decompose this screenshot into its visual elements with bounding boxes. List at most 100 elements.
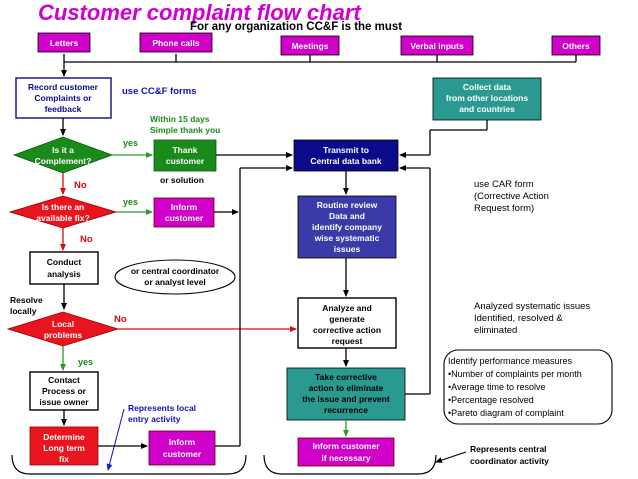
perf-line-1: Identify performance measures (448, 356, 573, 366)
input-phone-calls-label: Phone calls (152, 38, 200, 48)
decision-local-problems: Local problems (6, 311, 120, 347)
routine-line-4: wise systematic (314, 233, 380, 243)
or-central-line-1: or central coordinator (131, 266, 220, 276)
decision-available-fix: Is there an available fix? (8, 195, 118, 229)
perf-line-5: •Pareto diagram of complaint (448, 408, 564, 418)
analyze-box: Analyze and generate corrective action r… (297, 297, 397, 349)
feedback-loop (399, 165, 431, 395)
transmit-line-1: Transmit to (323, 145, 369, 155)
represents-local-pointer (106, 408, 125, 471)
input-letters-label: Letters (50, 38, 79, 48)
represents-local-2: entry activity (128, 414, 181, 424)
record-line-3: feedback (45, 104, 82, 114)
decision2-line-1: Is there an (42, 202, 85, 212)
collect-line-1: Collect data (463, 82, 511, 92)
determine-fix-box: Determine Long term fix (29, 426, 99, 466)
transmit-box: Transmit to Central data bank (293, 139, 399, 172)
central-bracket (263, 454, 437, 475)
collect-connector (399, 120, 488, 158)
conduct-line-2: analysis (47, 269, 81, 279)
performance-measures-box: Identify performance measures •Number of… (443, 349, 613, 425)
input-meetings-label: Meetings (292, 41, 329, 51)
collect-data-box: Collect data from other locations and co… (432, 77, 542, 121)
thank-line-1: Thank (172, 145, 197, 155)
page-title: Customer complaint flow chart (38, 0, 362, 25)
inform-customer-box-2: Inform customer (148, 430, 216, 466)
routine-review-box: Routine review Data and identify company… (297, 195, 397, 259)
contact-line-1: Contact (48, 375, 80, 385)
determine-line-2: Long term (43, 443, 85, 453)
decision3-line-1: Local (52, 319, 74, 329)
record-customer-box: Record customer Complaints or feedback (15, 77, 112, 119)
represents-central-2: coordinator activity (470, 456, 549, 466)
page-subtitle: For any organization CC&F is the must (190, 21, 402, 33)
input-connectors (61, 54, 577, 77)
yes-label-3: yes (78, 357, 93, 367)
no-label-3: No (114, 314, 127, 325)
analyzed-issues-line-1: Analyzed systematic issues (474, 301, 590, 312)
central-coordinator-oval: or central coordinator or analyst level (114, 259, 236, 295)
contact-process-box: Contact Process or issue owner (29, 371, 99, 411)
collect-line-2: from other locations (446, 93, 528, 103)
record-line-2: Complaints or (34, 93, 92, 103)
use-ccf-forms: use CC&F forms (122, 86, 196, 97)
represents-local-1: Represents local (128, 403, 196, 413)
within-note-1: Within 15 days (150, 114, 210, 124)
contact-line-3: issue owner (39, 397, 89, 407)
transmit-line-2: Central data bank (310, 156, 382, 166)
or-central-line-2: or analyst level (144, 277, 205, 287)
routine-line-5: issues (334, 244, 361, 254)
input-others: Others (551, 35, 601, 56)
input-phone-calls: Phone calls (139, 32, 213, 53)
take-corrective-box: Take corrective action to eliminate the … (286, 367, 406, 421)
analyzed-issues-line-2: Identified, resolved & (474, 313, 563, 324)
car-form-line-3: Request form) (474, 203, 534, 214)
analyzed-issues-line-3: eliminated (474, 325, 517, 336)
local-to-central-connector (215, 165, 293, 447)
take-line-4: recurrence (324, 405, 368, 415)
or-solution: or solution (160, 175, 204, 185)
analyze-line-2: generate (329, 314, 365, 324)
conduct-line-1: Conduct (47, 257, 82, 267)
analyze-line-1: Analyze and (322, 303, 372, 313)
yes-label-2: yes (123, 197, 138, 207)
take-line-1: Take corrective (315, 372, 377, 382)
no-label-1: No (74, 180, 87, 191)
inform1-line-2: customer (165, 213, 204, 223)
inform-necessary-line-1: Inform customer (312, 441, 380, 451)
decision2-line-2: available fix? (36, 213, 89, 223)
thank-line-2: customer (166, 156, 205, 166)
resolve-locally-2: locally (10, 306, 37, 316)
thank-customer-box: Thank customer (153, 139, 217, 172)
record-line-1: Record customer (28, 82, 99, 92)
local-bracket (11, 454, 247, 475)
represents-central-pointer (435, 451, 467, 463)
conduct-analysis-box: Conduct analysis (29, 251, 99, 285)
yes-label-1: yes (123, 138, 138, 148)
inform-customer-box-1: Inform customer (153, 197, 215, 228)
perf-line-2: •Number of complaints per month (448, 369, 582, 379)
inform-necessary-line-2: if necessary (321, 453, 370, 463)
decision-complement: Is it a Complement? (12, 136, 114, 174)
decision1-line-2: Complement? (35, 156, 92, 166)
collect-line-3: and countries (459, 104, 515, 114)
no-label-2: No (80, 234, 93, 245)
input-letters: Letters (37, 32, 91, 53)
take-line-2: action to eliminate (309, 383, 384, 393)
decision1-line-1: Is it a (52, 145, 74, 155)
routine-line-1: Routine review (317, 200, 378, 210)
contact-line-2: Process or (42, 386, 87, 396)
determine-line-3: fix (59, 454, 69, 464)
perf-line-3: •Average time to resolve (448, 382, 546, 392)
inform2-line-2: customer (163, 449, 202, 459)
decision3-line-2: problems (44, 330, 83, 340)
take-line-3: the issue and prevent (302, 394, 390, 404)
inform2-line-1: Inform (169, 437, 196, 447)
analyze-line-4: request (332, 336, 363, 346)
inform1-line-1: Inform (171, 202, 198, 212)
resolve-locally-1: Resolve (10, 295, 43, 305)
routine-line-2: Data and (329, 211, 365, 221)
input-verbal-inputs: Verbal inputs (400, 35, 474, 56)
within-note-2: Simple thank you (150, 125, 220, 135)
